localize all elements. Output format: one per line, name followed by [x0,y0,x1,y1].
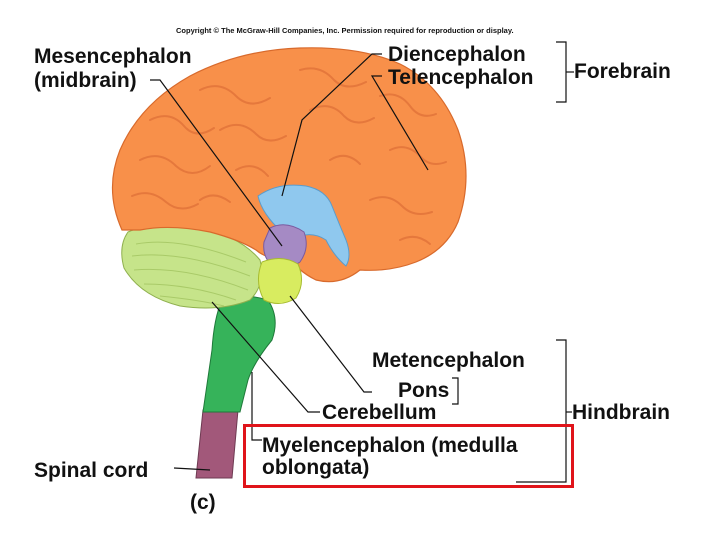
panel-label: (c) [190,491,216,514]
medulla-region [202,295,276,413]
telencephalon-label: Telencephalon [388,66,534,89]
copyright-notice: Copyright © The McGraw-Hill Companies, I… [176,26,514,35]
diencephalon-label: Diencephalon [388,43,526,66]
pons-label: Pons [398,379,450,402]
hindbrain-label: Hindbrain [572,401,670,424]
spinal-cord-label: Spinal cord [34,459,149,482]
spinal-cord-region [195,409,239,479]
pons-region [258,258,302,304]
cerebellum-label: Cerebellum [322,401,437,424]
telencephalon-region [111,47,467,283]
mesencephalon-label: Mesencephalon [34,45,192,68]
mesencephalon-sublabel: (midbrain) [34,69,137,92]
forebrain-label: Forebrain [574,60,671,83]
metencephalon-label: Metencephalon [372,349,525,372]
myelencephalon-label: Myelencephalon (medulla [262,434,518,457]
myelencephalon-sublabel: oblongata) [262,456,370,479]
highlight-box [243,424,574,488]
